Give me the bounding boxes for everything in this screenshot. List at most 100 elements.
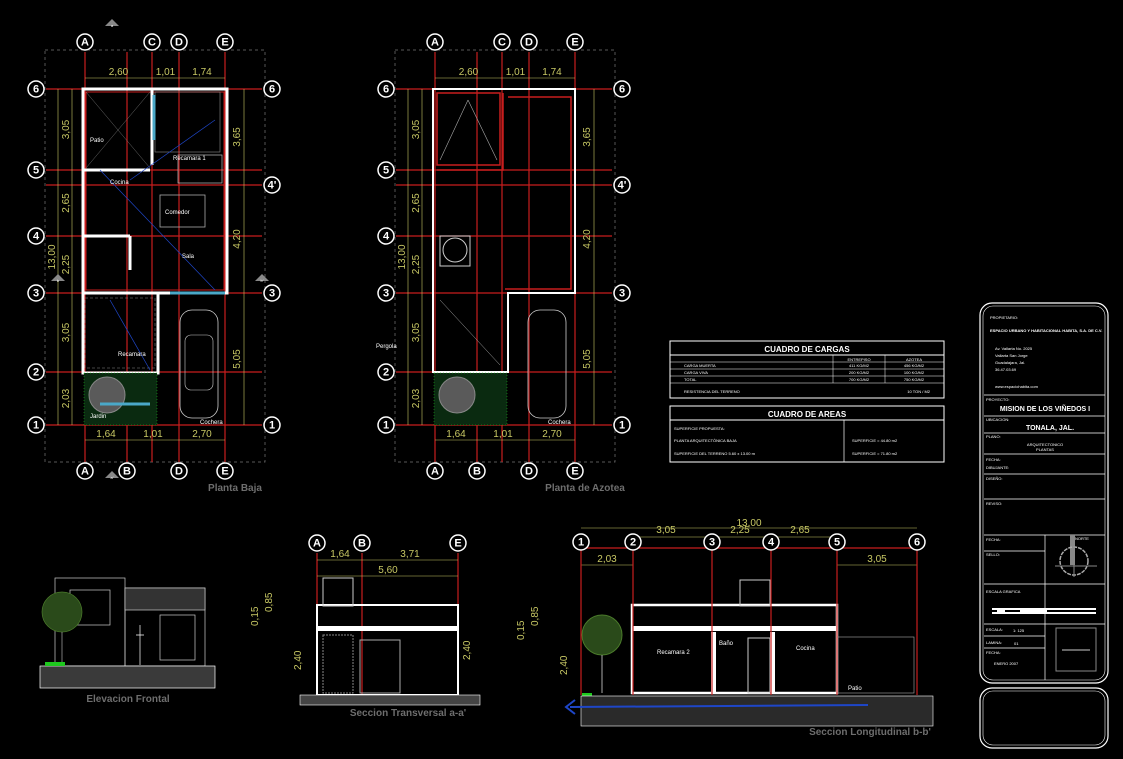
grid-row-label: 3 bbox=[269, 288, 275, 300]
room-label: Cochera bbox=[548, 420, 571, 426]
grid-col-label: 6 bbox=[914, 537, 920, 549]
height-label: 0,85 bbox=[264, 592, 275, 612]
cargas-entrepiso: 700 KG/M2 bbox=[849, 377, 870, 382]
website: www.espaciohabita.com bbox=[995, 384, 1039, 389]
grid-col-label: A bbox=[81, 466, 89, 478]
fecha-value: ENERO 2007 bbox=[994, 661, 1019, 666]
grid-row-label: 2 bbox=[383, 367, 389, 379]
areas-line: SUPERFICIE PROPUESTA: bbox=[674, 426, 725, 431]
date-label: FECHA: bbox=[986, 457, 1001, 462]
grid-col-bubble bbox=[449, 534, 467, 552]
grid-row-label: 6 bbox=[33, 84, 39, 96]
drew-label: DIBUJANTE: bbox=[986, 465, 1009, 470]
cargas-row-label: CARGA VIVA bbox=[684, 370, 708, 375]
plan-label: PLANO: bbox=[986, 434, 1001, 439]
areas-title: CUADRO DE AREAS bbox=[768, 410, 847, 419]
room-label: Patio bbox=[848, 686, 862, 692]
scale-label: ESCALA: bbox=[986, 627, 1003, 632]
height-label: 2,40 bbox=[293, 650, 304, 670]
grid-col-label: A bbox=[431, 466, 439, 478]
dimension-label: 3,71 bbox=[400, 549, 420, 560]
grid-col-label: D bbox=[175, 37, 183, 49]
section-marker-label: b bbox=[57, 278, 60, 283]
scale-value: 1: 125 bbox=[1013, 628, 1025, 633]
room-label: Sala bbox=[182, 254, 195, 260]
dimension-label: 4,20 bbox=[232, 229, 243, 249]
elevacion-frontal-title: Elevacion Frontal bbox=[86, 694, 170, 705]
plan-name: ARQUITECTONICO bbox=[1027, 442, 1063, 447]
grid-col-bubble bbox=[118, 462, 136, 480]
dimension-total: 5,60 bbox=[378, 565, 398, 576]
grid-col-bubble bbox=[216, 33, 234, 51]
grid-row-label: 6 bbox=[619, 84, 625, 96]
dimension-label: 5,05 bbox=[232, 349, 243, 369]
dimension-label: 2,25 bbox=[730, 525, 750, 536]
grid-row-label: 4 bbox=[383, 231, 390, 243]
cargas-row-label: TOTAL bbox=[684, 377, 697, 382]
cuadro-de-areas: CUADRO DE AREAS SUPERFICIE PROPUESTA: PL… bbox=[669, 405, 945, 463]
company-name: ESPACIO URBANO Y HABITACIONAL HABITA, S.… bbox=[990, 328, 1102, 333]
dimension-label: 1,64 bbox=[446, 429, 466, 440]
grid-row-label: 6 bbox=[269, 84, 275, 96]
grid-col-label: E bbox=[221, 466, 228, 478]
room-label: Cochera bbox=[200, 420, 223, 426]
dimension-label: 2,70 bbox=[192, 429, 212, 440]
dimension-label: 2,25 bbox=[61, 254, 72, 274]
dimension-label: 2,65 bbox=[790, 525, 810, 536]
grid-row-label: 1 bbox=[619, 420, 625, 432]
dimension-label: 1,01 bbox=[156, 67, 176, 78]
project-name: MISION DE LOS VIÑEDOS I bbox=[1000, 404, 1090, 413]
height-label: 2,40 bbox=[462, 640, 473, 660]
dimension-label: 2,65 bbox=[411, 193, 422, 213]
dimension-label: 2,03 bbox=[61, 388, 72, 408]
planta-baja-walls bbox=[81, 87, 229, 426]
room-label: Recamara 1 bbox=[173, 156, 206, 162]
seccion-transversal bbox=[299, 553, 481, 706]
grid-col-label: D bbox=[525, 466, 533, 478]
graphic-scale-bar bbox=[992, 608, 1096, 614]
grid-row-label: 1 bbox=[269, 420, 275, 432]
grid-row-bubble bbox=[27, 416, 45, 434]
dimension-label: 1,64 bbox=[330, 549, 350, 560]
grid-row-bubble bbox=[377, 363, 395, 381]
superficie-construida: SUPERFICIE = 44.80 m2 bbox=[852, 438, 898, 443]
section-marker-icon bbox=[255, 274, 269, 281]
dimension-total: 13,00 bbox=[736, 518, 761, 529]
dimension-label: 1,74 bbox=[192, 67, 212, 78]
superficie-terreno: SUPERFICIE = 71.80 m2 bbox=[852, 451, 898, 456]
grid-col-bubble bbox=[76, 33, 94, 51]
grid-col-label: C bbox=[498, 37, 506, 49]
grid-row-bubble bbox=[263, 80, 281, 98]
grid-col-label: C bbox=[148, 37, 156, 49]
grid-col-label: 1 bbox=[578, 537, 584, 549]
location: TONALA, JAL. bbox=[1026, 425, 1074, 432]
grid-col-label: E bbox=[221, 37, 228, 49]
height-label: 0,85 bbox=[530, 606, 541, 626]
room-label: Comedor bbox=[165, 210, 190, 216]
grid-row-label: 5 bbox=[383, 165, 389, 177]
dimension-label: 3,05 bbox=[411, 119, 422, 139]
section-marker-icon bbox=[51, 274, 65, 281]
grid-row-label: 2 bbox=[33, 367, 39, 379]
height-label: 2,40 bbox=[559, 655, 570, 675]
dimension-label: 2,60 bbox=[459, 67, 479, 78]
room-label: Pergola bbox=[376, 344, 397, 350]
grid-col-bubble bbox=[426, 33, 444, 51]
grid-row-bubble bbox=[377, 416, 395, 434]
dimension-label: 1,01 bbox=[506, 67, 526, 78]
section-marker-icon bbox=[105, 19, 119, 26]
grid-row-bubble bbox=[27, 284, 45, 302]
grid-col-bubble bbox=[308, 534, 326, 552]
dimension-label: 3,65 bbox=[232, 127, 243, 147]
plan-sub: PLANTAS bbox=[1036, 447, 1054, 452]
grid-col-bubble bbox=[828, 533, 846, 551]
dimension-label: 3,05 bbox=[411, 322, 422, 342]
dimension-label: 1,64 bbox=[96, 429, 116, 440]
sheet-number: 01 bbox=[1014, 641, 1019, 646]
planta-baja-rooms: Patio Cocina Comedor Recamara 1 Sala Rec… bbox=[90, 138, 223, 426]
grid-col-label: A bbox=[313, 538, 321, 550]
cargas-title: CUADRO DE CARGAS bbox=[764, 345, 850, 354]
grid-col-bubble bbox=[170, 462, 188, 480]
location-label: UBICACION: bbox=[986, 417, 1009, 422]
dimension-label: 3,05 bbox=[867, 554, 887, 565]
